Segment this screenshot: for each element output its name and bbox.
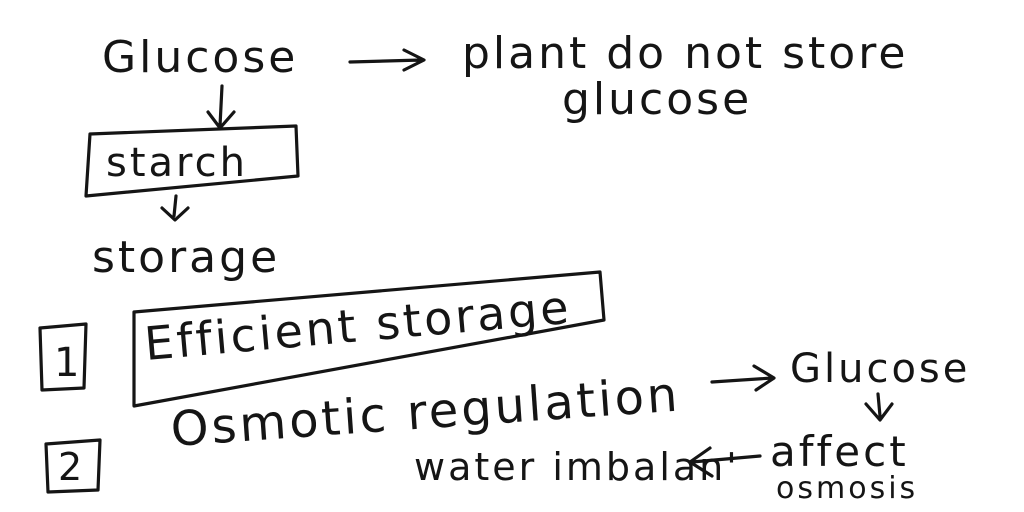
- arrow-osmotic-to-glucose: [710, 364, 776, 392]
- number-box-1: [38, 322, 88, 392]
- osmosis-label: osmosis: [776, 471, 918, 506]
- arrow-affect-to-water: [688, 446, 762, 478]
- efficient-storage-box: [132, 270, 606, 408]
- arrow-glucose-to-starch: [206, 84, 236, 130]
- number-box-2: [44, 438, 102, 494]
- glucose-right-label: Glucose: [790, 346, 970, 392]
- glucose-label: Glucose: [102, 32, 298, 83]
- plant-note-line1: plant do not store: [462, 28, 908, 79]
- affect-label: affect: [770, 427, 909, 476]
- starch-label: starch: [106, 140, 248, 186]
- number-2: 2: [58, 445, 85, 489]
- starch-box: [84, 124, 300, 198]
- water-imbalance-label: water imbalan': [414, 445, 740, 489]
- plant-note-line2: glucose: [562, 74, 752, 125]
- storage-label: storage: [92, 232, 280, 283]
- arrow-glucose-to-note: [348, 48, 426, 72]
- number-1: 1: [54, 340, 82, 386]
- arrow-glucose-to-affect: [864, 392, 894, 422]
- arrow-starch-to-storage: [160, 194, 190, 222]
